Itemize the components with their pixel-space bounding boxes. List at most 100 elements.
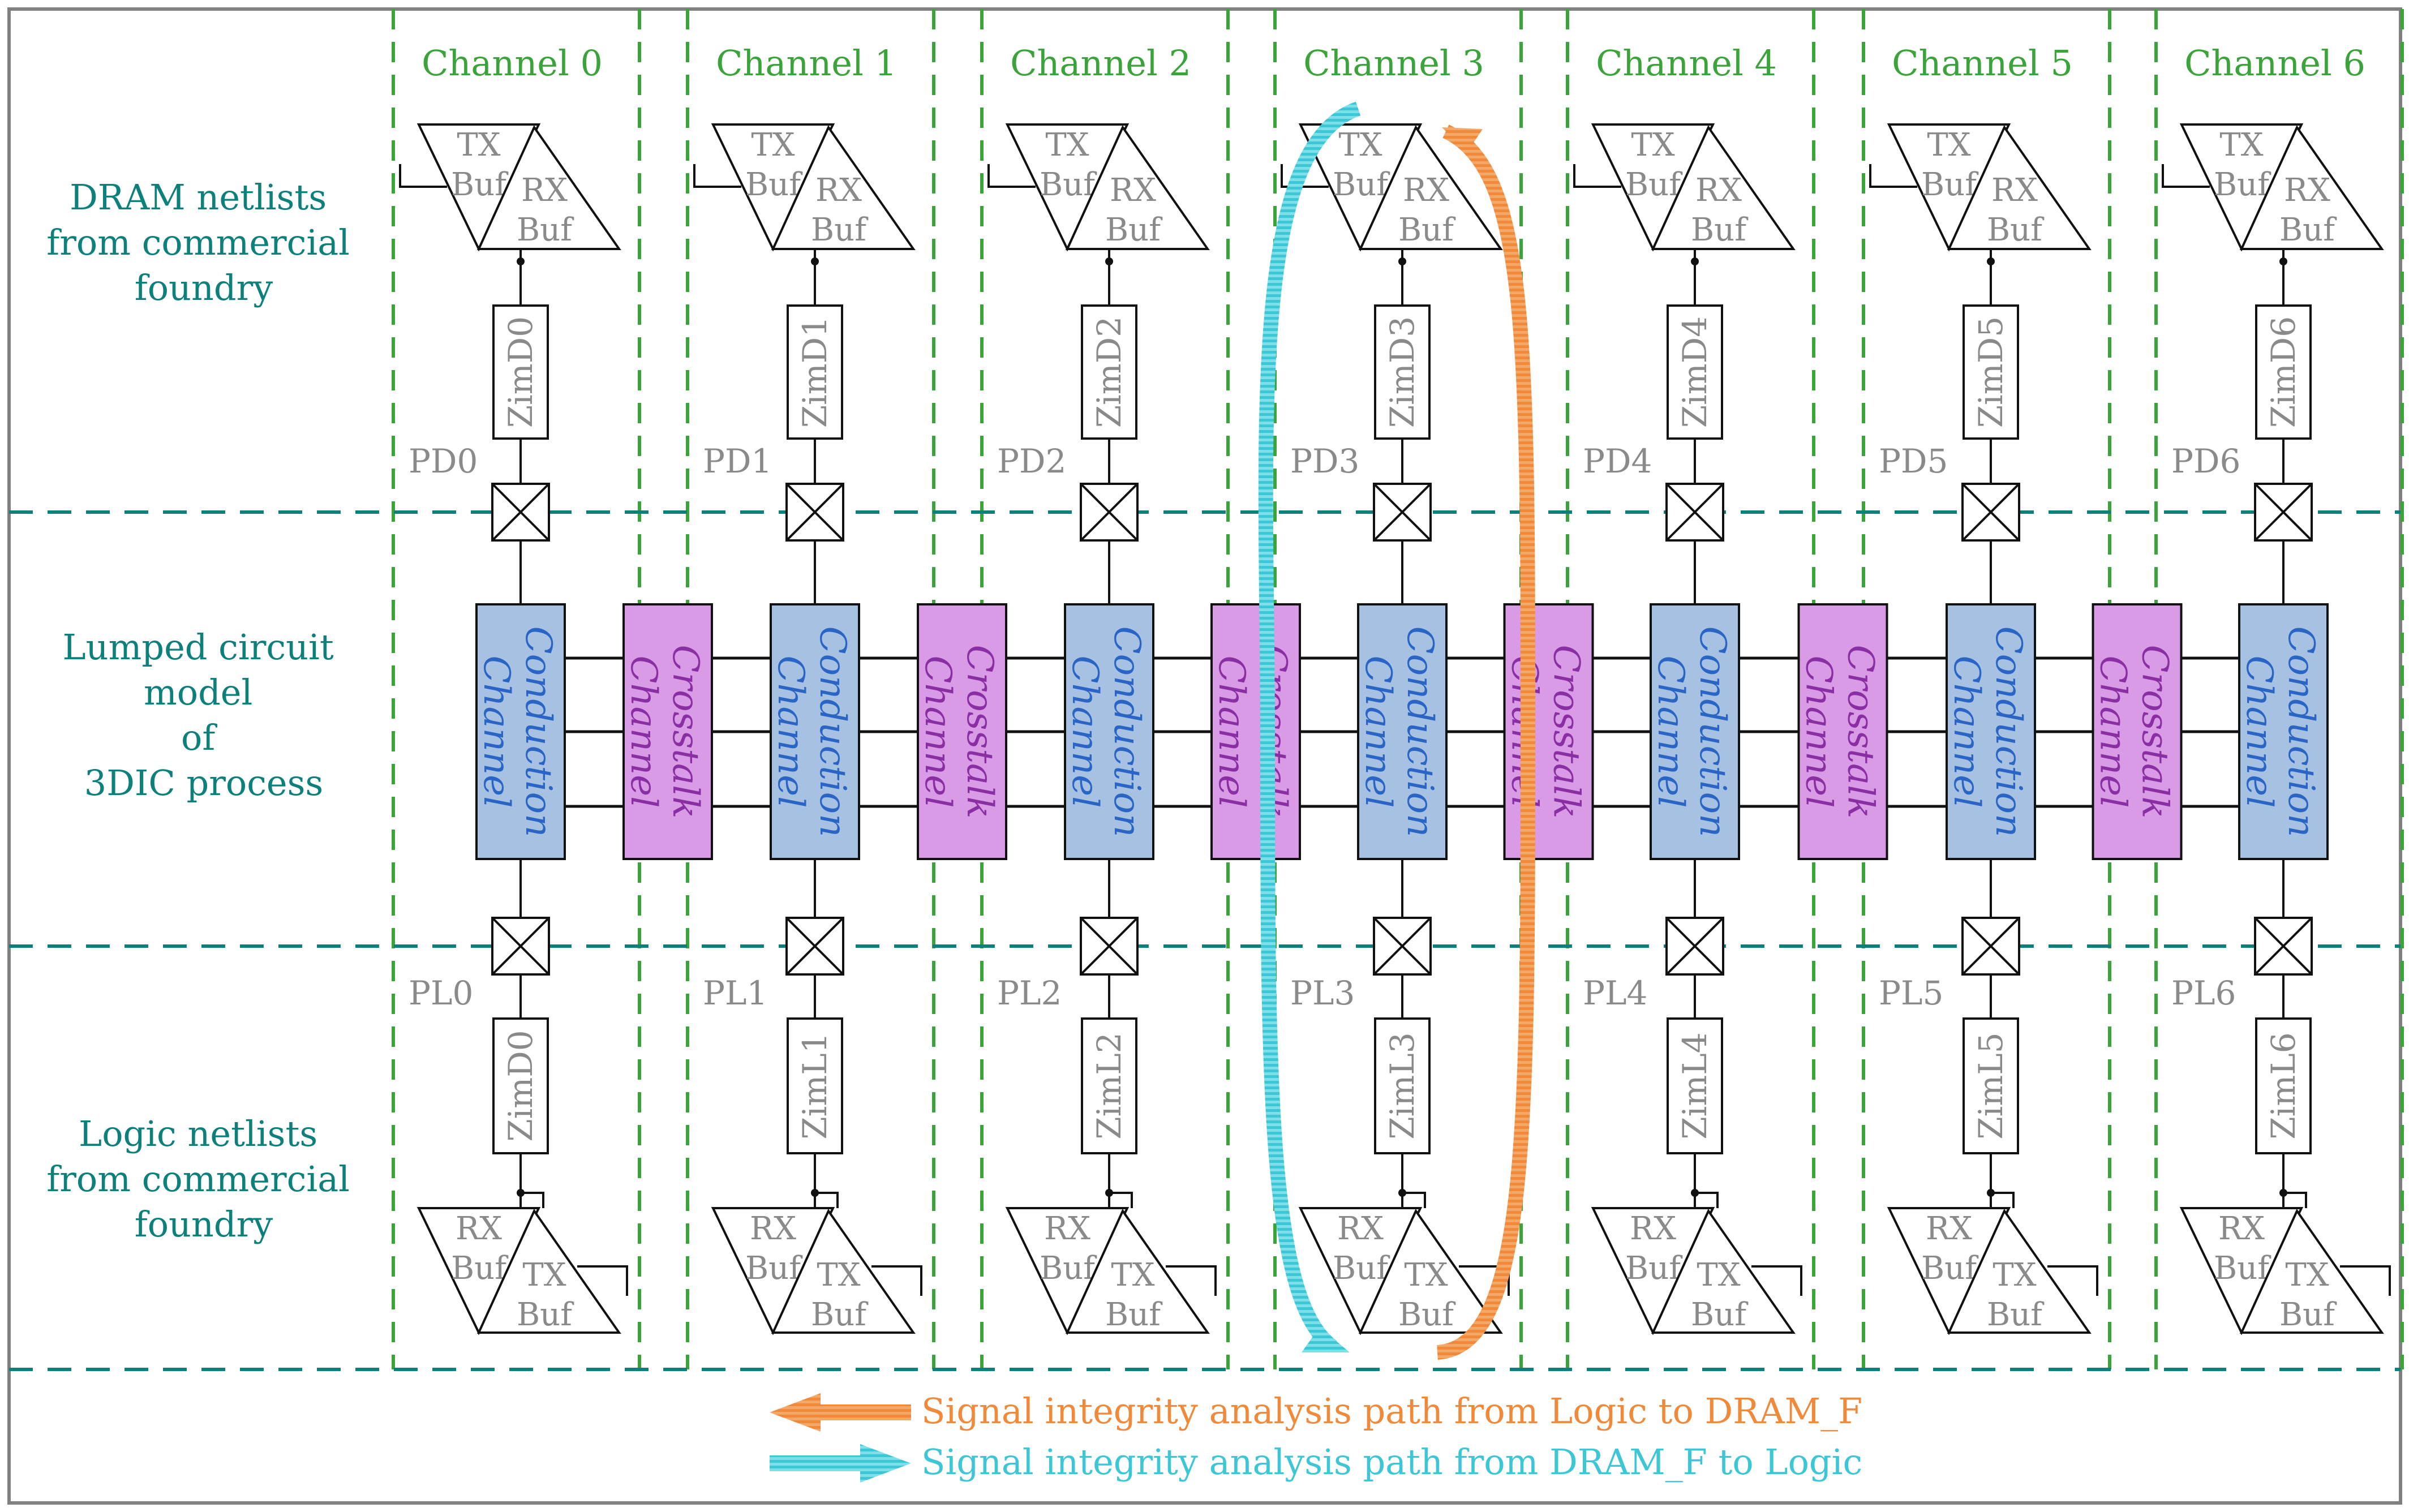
conduction-channel-block-label: ConductionChannel (1064, 626, 1148, 837)
wire (1402, 1192, 1426, 1208)
dram-rx-buffer (1651, 124, 1796, 250)
impedance-label: ZimD3 (1383, 316, 1422, 428)
crosstalk-channel-block-label: CrosstalkChannel (1210, 645, 1294, 819)
channel-title: Channel 4 (1596, 42, 1777, 84)
pl-pad-label: PL1 (703, 974, 767, 1012)
impedance-label: ZimD4 (1676, 316, 1714, 428)
impedance-label: ZimD5 (1972, 316, 2010, 428)
channel-title: Channel 3 (1303, 42, 1484, 84)
crosstalk-channel-block-label: CrosstalkChannel (1504, 645, 1587, 819)
tx-input-stub (987, 164, 1036, 188)
pad-cross-line (785, 917, 844, 976)
tx-output-stub (1751, 1265, 1802, 1296)
crosstalk-channel-block-label: CrosstalkChannel (1798, 645, 1882, 819)
junction-dot (1691, 257, 1699, 265)
junction-dot (811, 257, 819, 265)
junction-dot (1105, 257, 1113, 265)
channel-title: Channel 0 (422, 42, 603, 84)
junction-dot (517, 257, 525, 265)
logic-tx-buffer (1358, 1208, 1503, 1334)
dram-rx-buffer (771, 124, 916, 250)
dram-rx-buffer (476, 124, 621, 250)
conduction-channel-block-label: ConductionChannel (770, 626, 853, 837)
tx-input-stub (1573, 164, 1621, 188)
tx-output-stub (871, 1265, 922, 1296)
impedance-label: ZimD6 (2264, 316, 2303, 428)
tx-output-stub (577, 1265, 628, 1296)
crosstalk-channel-block (2092, 603, 2183, 860)
channel-title: Channel 1 (716, 42, 897, 84)
logic-tx-buffer (771, 1208, 916, 1334)
cyan-si-path (1258, 101, 1361, 1353)
crosstalk-channel-block (1797, 603, 1888, 860)
channel-title: Channel 5 (1892, 42, 2073, 84)
pad-cross-line (2254, 483, 2313, 542)
impedance-label: ZimL2 (1090, 1032, 1128, 1139)
conduction-channel-block (1650, 603, 1740, 860)
impedance-label: ZimD0 (501, 316, 540, 428)
pd-pad-label: PD0 (409, 442, 478, 480)
pl-pad-label: PL4 (1583, 974, 1647, 1012)
impedance-box (1963, 304, 2019, 440)
pad-cross-line (491, 483, 550, 542)
impedance-box (2255, 1017, 2312, 1154)
logic-tx-buffer (1947, 1208, 2092, 1334)
impedance-label: ZimL5 (1972, 1032, 2010, 1139)
conduction-channel-block-label: ConductionChannel (1357, 626, 1441, 837)
conduction-channel-block-label: ConductionChannel (1650, 626, 1733, 837)
pd-pad-label: PD5 (1879, 442, 1948, 480)
crosstalk-channel-block-label: CrosstalkChannel (2092, 645, 2176, 819)
pad-cross-line (491, 917, 550, 976)
pad-cross-line (785, 483, 844, 542)
dram-rx-buffer (2239, 124, 2384, 250)
dram-rx-buffer (1947, 124, 2092, 250)
pd-pad-label: PD6 (2171, 442, 2240, 480)
channel-title: Channel 2 (1010, 42, 1191, 84)
pad-cross-line (1961, 917, 2020, 976)
legend: Signal integrity analysis path from Logi… (770, 1390, 1862, 1483)
impedance-box (787, 304, 843, 440)
wire (521, 1192, 544, 1208)
pad-cross-line (1665, 917, 1724, 976)
dram-rx-buffer (1358, 124, 1503, 250)
wire (1991, 1192, 2015, 1208)
cyan-legend-arrow (770, 1444, 911, 1483)
conduction-channel-block (1357, 603, 1448, 860)
pad-cross-line (1373, 917, 1432, 976)
pad-cross-line (1961, 483, 2020, 542)
wire (2283, 1192, 2307, 1208)
logic-tx-buffer (1651, 1208, 1796, 1334)
tx-input-stub (1869, 164, 1917, 188)
conduction-channel-block-label: ConductionChannel (2238, 626, 2322, 837)
dram-rx-buffer (1065, 124, 1210, 250)
orange-legend-arrow (770, 1393, 911, 1432)
conduction-channel-block (1946, 603, 2036, 860)
orange-si-path (1436, 124, 1535, 1360)
crosstalk-channel-block (1503, 603, 1594, 860)
impedance-box (1081, 1017, 1137, 1154)
tx-input-stub (1281, 164, 1329, 188)
pd-pad-label: PD1 (703, 442, 772, 480)
pad-cross-line (1373, 483, 1432, 542)
conduction-channel-block-label: ConductionChannel (475, 626, 559, 837)
tx-output-stub (2047, 1265, 2098, 1296)
